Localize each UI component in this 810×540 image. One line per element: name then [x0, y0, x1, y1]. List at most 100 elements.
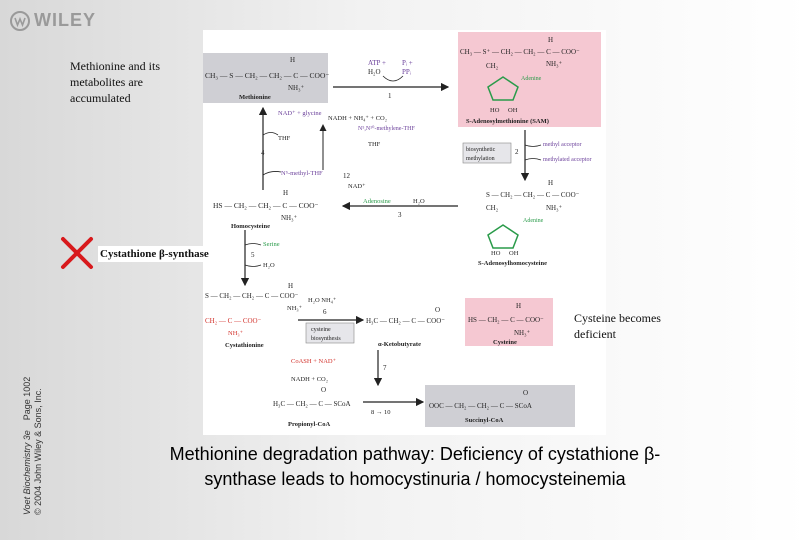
- slide-caption-line2: synthase leads to homocystinuria / homoc…: [204, 469, 626, 489]
- publisher-logo: WILEY: [10, 10, 96, 31]
- sam-oh: OH: [508, 107, 518, 114]
- deficiency-note: Cysteine becomes deficient: [574, 310, 661, 342]
- homocysteine-name: Homocysteine: [231, 223, 270, 230]
- accumulation-note: Methionine and its metabolites are accum…: [70, 58, 160, 106]
- sah-formula: S — CH₂ — CH₂ — C — COO⁻: [486, 191, 580, 199]
- copyright-credit: Voet Biochemistry 3e Page 1002 © 2004 Jo…: [22, 377, 44, 515]
- remethyl-nad: NAD⁺: [348, 183, 366, 190]
- wiley-seal-icon: [10, 10, 30, 31]
- step7-coa: CoASH + NAD⁺: [291, 358, 337, 365]
- sam-adenine: Adenine: [521, 76, 542, 82]
- remethyl-methylene-thf: N⁵,N¹⁰-methylene-THF: [358, 125, 415, 132]
- methylation-box: [462, 142, 512, 164]
- step7-number: 7: [383, 364, 387, 372]
- logo-wordmark: WILEY: [34, 10, 96, 30]
- step7-nadh: NADH + CO₂: [291, 376, 328, 383]
- step3-adenosine: Adenosine: [363, 198, 391, 205]
- sah-ch2: CH₂: [486, 204, 499, 212]
- succinyl-highlight: [425, 385, 575, 427]
- pathway-diagram: H CH₃ — S — CH₂ — CH₂ — C — COO⁻ NH₃⁺ Me…: [203, 32, 601, 428]
- succinyl-formula: OOC — CH₂ — CH₂ — C — SCoA: [429, 402, 532, 410]
- remethyl-nadh: NADH + NH₄⁺ + CO₂: [328, 115, 387, 122]
- blocked-x-icon: [61, 237, 93, 269]
- cystathionine-name: Cystathionine: [225, 342, 264, 349]
- sam-ch2: CH₂: [486, 62, 499, 70]
- methionine-nh3: NH₃⁺: [288, 84, 305, 92]
- credit-book-title: Voet Biochemistry 3e: [22, 430, 32, 515]
- sam-h: H: [548, 36, 553, 44]
- step3-number: 3: [398, 211, 402, 219]
- step5-h2o: H₂O: [263, 262, 275, 269]
- sam-formula: CH₃ — S⁺ — CH₂ — CH₂ — C — COO⁻: [460, 48, 580, 56]
- cystathionine-mid: CH₂ — C — COO⁻: [205, 317, 262, 325]
- succinyl-o: O: [523, 389, 528, 397]
- methionine-formula: CH₃ — S — CH₂ — CH₂ — C — COO⁻: [205, 71, 329, 80]
- remethyl-methyl-thf: N⁵-methyl-THF: [281, 170, 323, 177]
- sam-nh3: NH₃⁺: [546, 60, 563, 68]
- methionine-h: H: [290, 56, 295, 64]
- cystathionine-nh-top: NH₃⁺: [287, 305, 303, 312]
- deficiency-note-line2: deficient: [574, 327, 616, 341]
- step5-serine: Serine: [263, 241, 280, 248]
- sah-oh: OH: [509, 250, 519, 257]
- remethyl-nad-glycine: NAD⁺ + glycine: [278, 110, 322, 117]
- cystathionine-nh-bot: NH₃⁺: [228, 330, 244, 337]
- ketobutyrate-o: O: [435, 306, 440, 314]
- homocysteine-h: H: [283, 189, 288, 197]
- sam-ho: HO: [490, 107, 500, 114]
- sam-highlight: [458, 32, 601, 127]
- cysteine-nh3: NH₃⁺: [514, 329, 531, 337]
- step5-number: 5: [251, 251, 255, 259]
- homocysteine-formula: HS — CH₂ — CH₂ — C — COO⁻: [213, 201, 318, 210]
- step1-number: 1: [388, 92, 392, 100]
- methionine-highlight: [203, 53, 328, 103]
- sah-nh3: NH₃⁺: [546, 204, 563, 212]
- remethyl-thf2: THF: [368, 141, 381, 148]
- sah-h: H: [548, 179, 553, 187]
- accumulation-note-line3: accumulated: [70, 91, 131, 105]
- cysteine-biosynthesis-box: [305, 322, 355, 344]
- cystathionine-top: S — CH₂ — CH₂ — C — COO⁻: [205, 292, 299, 300]
- ketobutyrate-name: α-Ketobutyrate: [378, 341, 421, 348]
- cystathionine-h: H: [288, 282, 293, 290]
- slide-caption: Methionine degradation pathway: Deficien…: [100, 442, 730, 492]
- accumulation-note-line2: metabolites are: [70, 75, 143, 89]
- sam-name: S-Adenosylmethionine (SAM): [466, 118, 549, 125]
- ketobutyrate-formula: H₃C — CH₂ — C — COO⁻: [366, 317, 445, 325]
- sah-ribose-ring: [487, 224, 519, 249]
- propionyl-name: Propionyl-CoA: [288, 421, 330, 428]
- sah-ho: HO: [491, 250, 501, 257]
- deficiency-note-line1: Cysteine becomes: [574, 311, 661, 325]
- cysteine-biosynthesis-line1: cysteine: [311, 327, 331, 333]
- methionine-name: Methionine: [239, 94, 271, 101]
- succinyl-name: Succinyl-CoA: [465, 417, 504, 424]
- step1-ppi: PPᵢ: [402, 68, 412, 76]
- remethyl-thf: THF: [278, 135, 291, 142]
- credit-copyright: © 2004 John Wiley & Sons, Inc.: [33, 388, 43, 515]
- propionyl-o: O: [321, 386, 326, 394]
- step6-reagents: H₂O NH₄⁺: [308, 297, 337, 304]
- step1-h2o: H₂O: [368, 68, 381, 76]
- methyl-acceptor: methyl acceptor: [543, 142, 581, 148]
- cysteine-h: H: [516, 302, 521, 310]
- remethyl-step12: 12: [343, 172, 351, 180]
- cysteine-biosynthesis-line2: biosynthesis: [311, 336, 341, 342]
- sam-ribose-ring: [487, 76, 519, 101]
- sah-name: S-Adenosylhomocysteine: [478, 260, 547, 267]
- enzyme-label: Cystathione β-synthase: [98, 246, 211, 262]
- cysteine-formula: HS — CH₂ — C — COO⁻: [468, 316, 544, 324]
- methylation-box-line2: methylation: [466, 156, 495, 162]
- step1-pi: Pᵢ +: [402, 59, 413, 67]
- step3-h2o: H₂O: [413, 198, 425, 205]
- step6-number: 6: [323, 308, 327, 316]
- accumulation-note-line1: Methionine and its: [70, 59, 160, 73]
- step2-number: 2: [515, 148, 519, 156]
- credit-page: Page 1002: [22, 376, 32, 421]
- methylated-acceptor: methylated acceptor: [543, 157, 591, 163]
- methylation-box-line1: biosynthetic: [466, 147, 496, 153]
- homocysteine-nh3: NH₃⁺: [281, 214, 298, 222]
- slide-caption-line1: Methionine degradation pathway: Deficien…: [169, 444, 661, 464]
- pathway-figure: H CH₃ — S — CH₂ — CH₂ — C — COO⁻ NH₃⁺ Me…: [203, 30, 606, 435]
- cysteine-highlight: [465, 298, 553, 346]
- step1-atp: ATP +: [368, 59, 386, 67]
